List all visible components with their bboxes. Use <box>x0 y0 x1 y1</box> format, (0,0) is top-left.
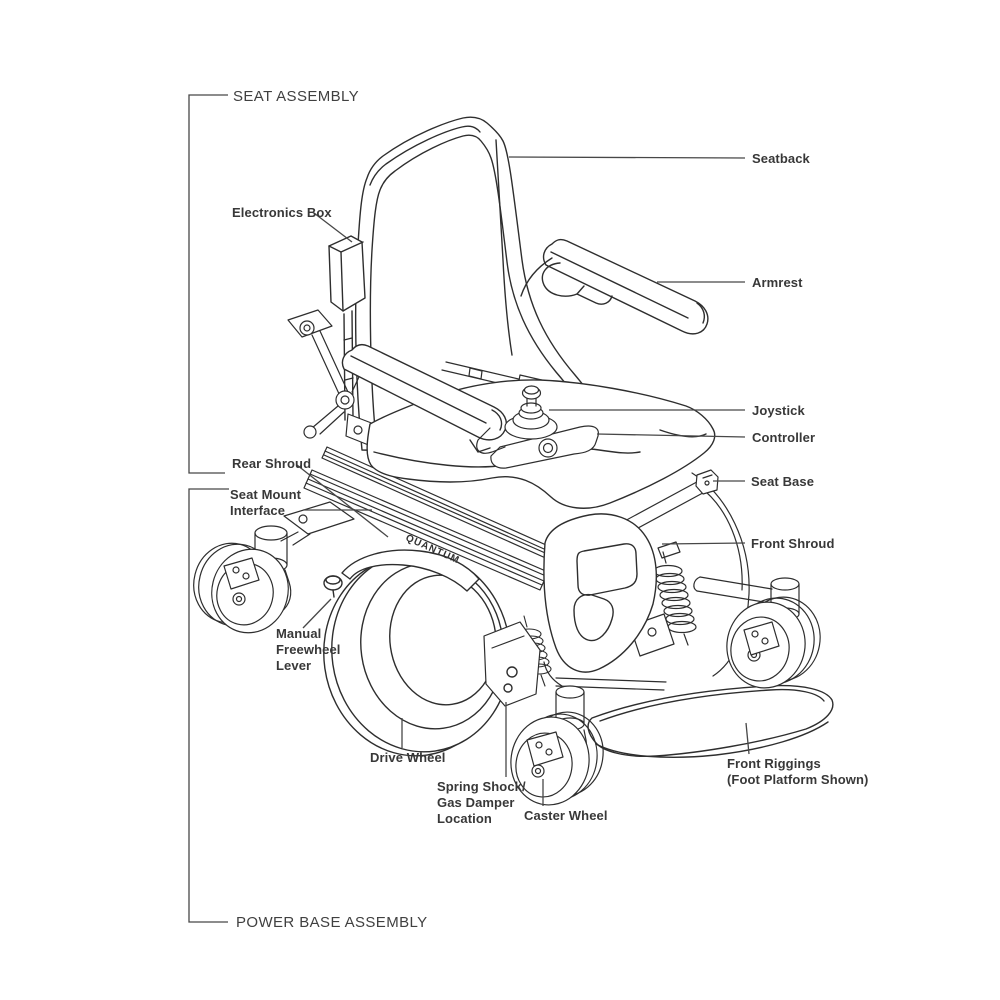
bracket-seat-assembly <box>188 94 228 474</box>
rear-caster-drawing <box>193 501 355 634</box>
leader-electronics-box <box>313 212 353 243</box>
label-caster-wheel: Caster Wheel <box>524 808 608 823</box>
label-drive-wheel: Drive Wheel <box>370 750 446 765</box>
label-power-base-assembly: POWER BASE ASSEMBLY <box>236 914 428 931</box>
label-seatback: Seatback <box>752 151 810 166</box>
right-armrest-drawing <box>520 238 709 335</box>
label-electronics-box: Electronics Box <box>232 205 332 220</box>
leader-seatback <box>508 156 746 159</box>
leader-front-riggings <box>745 722 750 755</box>
label-joystick: Joystick <box>752 403 805 418</box>
foot-platform-drawing <box>587 684 834 758</box>
front-shroud-drawing <box>483 513 657 707</box>
label-seat-base: Seat Base <box>751 474 815 489</box>
label-manual-freewheel-lever: Manual Freewheel Lever <box>276 626 341 673</box>
leader-controller <box>596 433 746 438</box>
rear-shroud-drawing <box>323 549 480 598</box>
bracket-power-base-assembly <box>188 488 229 923</box>
label-seat-assembly: SEAT ASSEMBLY <box>233 88 360 105</box>
leader-lines <box>188 94 750 923</box>
label-armrest: Armrest <box>752 275 803 290</box>
label-rear-shroud: Rear Shroud <box>232 456 312 471</box>
leader-front-shroud <box>661 542 746 545</box>
seat-base-bracket <box>695 469 719 495</box>
armrest-hardware <box>287 309 375 447</box>
label-front-riggings: Front Riggings (Foot Platform Shown) <box>727 756 869 787</box>
right-caster-drawing <box>693 576 821 689</box>
joystick-controller-drawing <box>476 385 599 469</box>
label-spring-shock: Spring Shock/ Gas Damper Location <box>437 779 526 826</box>
seat-mount-interface-drawing <box>303 469 549 591</box>
left-armrest-drawing <box>341 343 508 453</box>
label-front-shroud: Front Shroud <box>751 536 835 551</box>
leader-rear-shroud <box>296 464 389 538</box>
leader-manual-freewheel-lever <box>302 598 332 629</box>
center-caster-drawing <box>510 661 604 806</box>
label-controller: Controller <box>752 430 816 445</box>
label-seat-mount-interface: Seat Mount Interface <box>230 487 302 518</box>
